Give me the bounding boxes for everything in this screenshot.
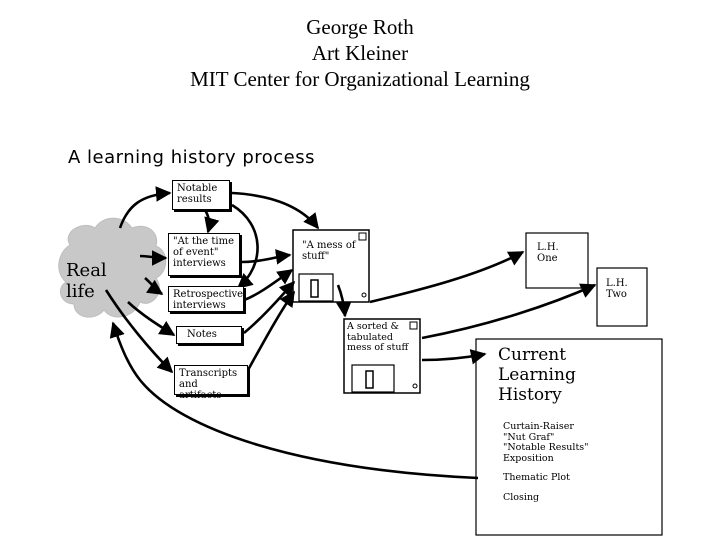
real-life-label: Real life: [66, 260, 107, 302]
retrospective-box: Retrospective interviews: [168, 286, 244, 312]
contents-item-2: "Nut Graf": [503, 431, 555, 443]
author-1: George Roth: [306, 15, 414, 39]
arrow-notable-to-retro: [231, 203, 259, 290]
current-lh-title-line3: History: [498, 385, 562, 405]
current-lh-document: [475, 338, 663, 536]
current-lh-title-line2: Learning: [498, 365, 576, 385]
arrows: [104, 186, 597, 480]
floppy-disk-2: [343, 318, 421, 394]
lh-one-label: L.H. One: [537, 242, 559, 264]
affiliation: MIT Center for Organizational Learning: [190, 67, 530, 91]
floppy-disk-1: [292, 229, 370, 303]
at-the-time-box: "At the time of event" interviews: [168, 233, 240, 276]
arrow-disk2-to-current: [421, 349, 487, 365]
transcripts-box: Transcripts and artifacts: [174, 365, 248, 401]
arrow-cloud-to-notes: [127, 301, 176, 337]
contents-item-1: Curtain-Raiser: [503, 421, 574, 432]
contents-item-6: Closing: [503, 492, 540, 503]
arrow-disk1-to-disk2: [335, 284, 352, 318]
real-life-line1: Real: [66, 260, 107, 281]
contents-item-5: Thematic Plot: [503, 472, 570, 483]
arrow-disk2-to-lhtwo: [421, 283, 597, 340]
lh-two-box: [596, 267, 648, 327]
real-life-line2: life: [66, 281, 95, 302]
arrow-current-to-reallife: [109, 321, 479, 480]
arrow-retro-to-disk1: [243, 268, 294, 302]
arrow-notable-down: [203, 209, 220, 234]
lh-one-box: [525, 232, 589, 289]
arrow-cloud-to-notable: [118, 186, 172, 229]
arrow-transcripts-to-disk1: [246, 290, 296, 371]
arrow-attime-to-disk1: [241, 249, 292, 265]
arrow-notes-to-disk1: [243, 280, 296, 334]
arrow-cloud-to-at-time: [139, 250, 168, 266]
arrow-cloud-to-transcripts: [104, 289, 174, 374]
current-lh-contents: Curtain-Raiser "Nut Graf" "Notable Resul…: [503, 421, 589, 464]
notes-box: Notes: [176, 326, 242, 344]
current-lh-title: Current Learning History: [498, 345, 576, 405]
arrow-cloud-to-retrospective: [144, 277, 164, 296]
arrow-disk1-to-lhone: [369, 250, 525, 304]
disk1-label: "A mess of stuff": [302, 240, 356, 262]
lh-two-label: L.H. Two: [606, 278, 628, 300]
arrow-notable-to-disk1: [231, 191, 320, 230]
header: George Roth Art Kleiner MIT Center for O…: [0, 14, 720, 92]
diagram-title: A learning history process: [68, 147, 315, 168]
current-lh-title-line1: Current: [498, 345, 567, 365]
disk2-label: A sorted & tabulated mess of stuff: [347, 321, 409, 353]
real-life-cloud: [58, 217, 167, 318]
notable-results-box: Notable results: [172, 180, 230, 210]
contents-item-4: Exposition: [503, 452, 554, 464]
author-2: Art Kleiner: [311, 41, 409, 65]
contents-item-3: "Notable Results": [503, 442, 589, 453]
